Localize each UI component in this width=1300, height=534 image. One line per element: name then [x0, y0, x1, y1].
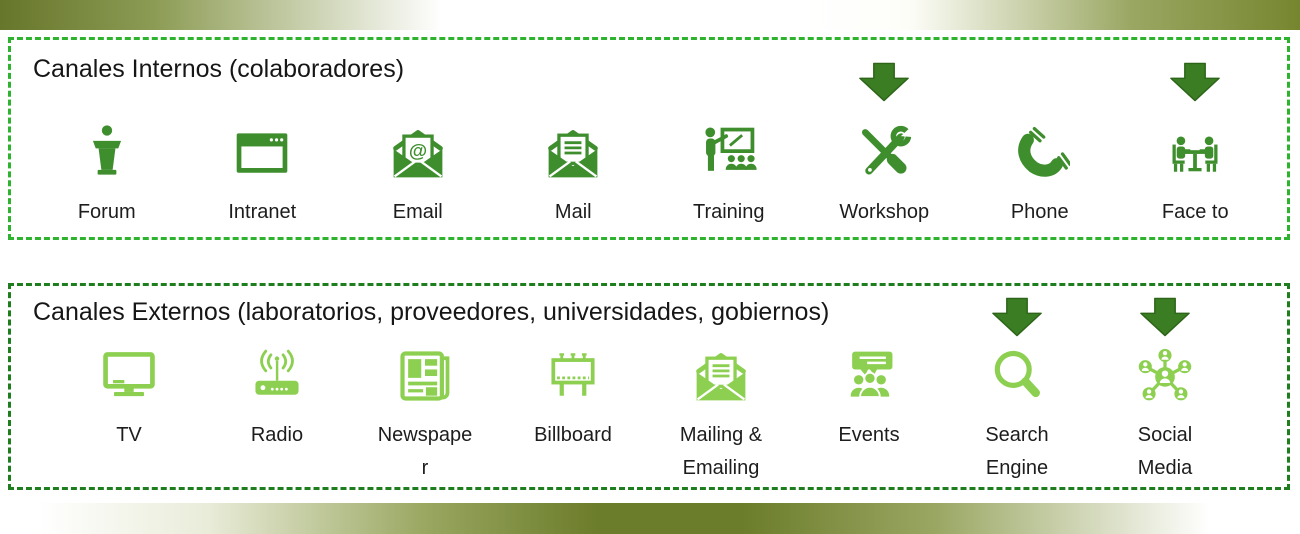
- intranet-icon: [232, 122, 292, 184]
- channel-item-email: @ Email: [340, 62, 496, 229]
- down-arrow-icon: [1140, 297, 1190, 337]
- mail-icon: [543, 122, 603, 184]
- channel-item-intranet: Intranet: [185, 62, 341, 229]
- channel-item-mailing: Mailing & Emailing: [647, 297, 795, 485]
- channel-label: Social Media: [1137, 424, 1193, 479]
- social-media-icon: [1135, 345, 1195, 407]
- channel-label: Face to: [1161, 201, 1229, 223]
- workshop-icon: [854, 122, 915, 184]
- channel-label: Billboard: [534, 424, 612, 446]
- section-title: Canales Externos (laboratorios, proveedo…: [33, 298, 830, 326]
- channel-label: Events: [838, 424, 900, 446]
- email-icon: @: [388, 122, 448, 184]
- forum-icon: [77, 122, 137, 184]
- events-icon: [839, 345, 899, 407]
- face-to-face-icon: [1165, 122, 1225, 184]
- channel-item-training: Training: [651, 62, 807, 229]
- internal-channels-row: Forum Intranet @: [11, 40, 1287, 229]
- external-channels-section: Canales Externos (laboratorios, proveedo…: [8, 283, 1290, 490]
- channel-label: Training: [692, 201, 765, 223]
- channel-label: Mail: [554, 201, 592, 223]
- newspaper-icon: [395, 345, 455, 407]
- arrow-slot: [991, 297, 1043, 337]
- channel-item-mail: Mail: [496, 62, 652, 229]
- channel-label: TV: [116, 424, 142, 446]
- channel-item-face-to-face: Face to: [1118, 62, 1274, 229]
- channel-item-tv: TV: [55, 297, 203, 485]
- channel-item-phone: Phone: [962, 62, 1118, 229]
- channel-label: Email: [392, 201, 443, 223]
- down-arrow-icon: [1170, 62, 1221, 102]
- svg-text:@: @: [409, 140, 427, 161]
- channel-label: Intranet: [228, 201, 297, 223]
- top-gradient-band: [0, 0, 1300, 30]
- section-title: Canales Internos (colaboradores): [33, 55, 405, 83]
- bottom-gradient-band: [0, 503, 1300, 534]
- training-icon: [699, 122, 759, 184]
- billboard-icon: [543, 345, 603, 407]
- channel-label: Radio: [250, 424, 304, 446]
- internal-channels-section: Canales Internos (colaboradores) Forum: [8, 37, 1290, 240]
- channel-label: Newspaper: [377, 424, 473, 479]
- channel-item-forum: Forum: [29, 62, 185, 229]
- tv-icon: [99, 345, 159, 407]
- channel-item-newspaper: Newspaper: [351, 297, 499, 485]
- external-channels-row: TV R: [11, 286, 1287, 485]
- channel-item-radio: Radio: [203, 297, 351, 485]
- channel-label: Workshop: [839, 201, 930, 223]
- channel-item-billboard: Billboard: [499, 297, 647, 485]
- down-arrow-icon: [992, 297, 1042, 337]
- down-arrow-icon: [859, 62, 910, 102]
- channel-item-search-engine: Search Engine: [943, 297, 1091, 485]
- channel-item-workshop: Workshop: [807, 62, 963, 229]
- search-engine-icon: [987, 345, 1047, 407]
- arrow-slot: [1169, 62, 1221, 102]
- channel-label: Phone: [1010, 201, 1069, 223]
- channel-label: Search Engine: [985, 424, 1049, 479]
- radio-icon: [247, 345, 307, 407]
- channel-label: Forum: [77, 201, 136, 223]
- phone-icon: [1010, 122, 1070, 184]
- channel-item-social-media: Social Media: [1091, 297, 1239, 485]
- arrow-slot: [858, 62, 910, 102]
- channel-label: Mailing & Emailing: [679, 424, 763, 479]
- arrow-slot: [1139, 297, 1191, 337]
- channel-item-events: Events: [795, 297, 943, 485]
- mailing-icon: [691, 345, 751, 407]
